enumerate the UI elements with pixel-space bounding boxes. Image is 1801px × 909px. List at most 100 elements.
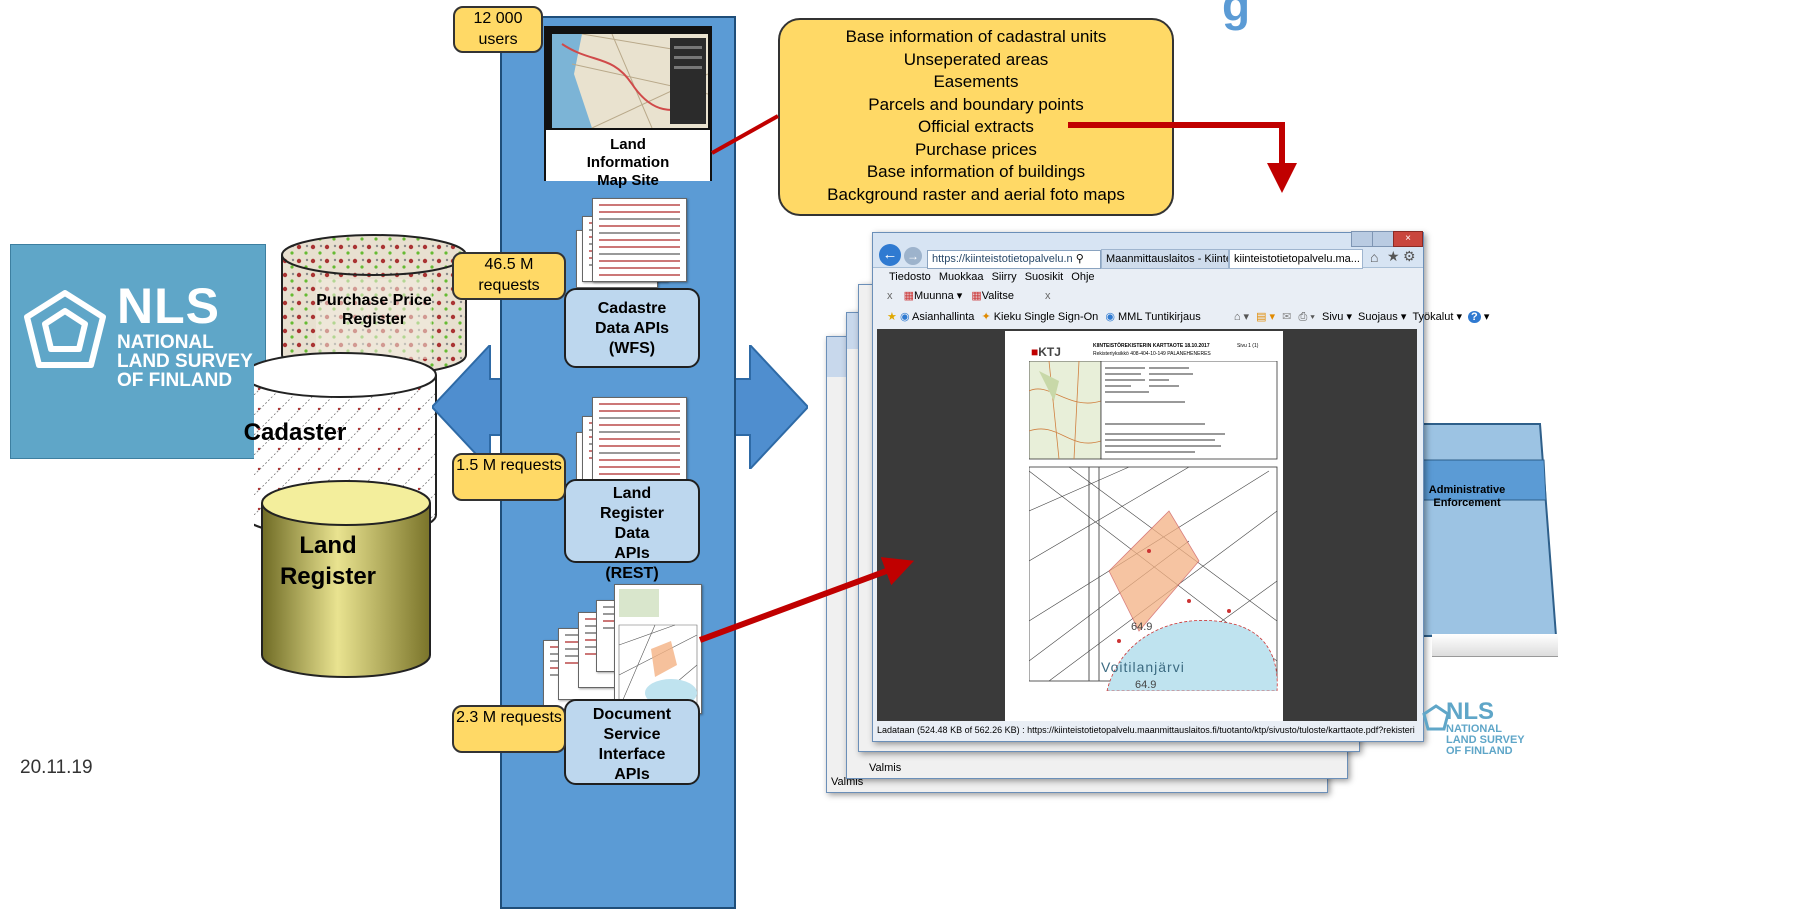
favorite-link-icon: ◉: [1105, 311, 1115, 323]
browser-window[interactable]: ← → https://kiinteistotietopalvelu.n ⚲ M…: [872, 231, 1489, 742]
extract-page-number: Sivu 1 (1): [1237, 343, 1259, 349]
tab-label: kiinteistotietopalvelu.ma...: [1234, 253, 1360, 265]
content-item: Official extracts: [918, 117, 1034, 136]
mail-icon[interactable]: ✉: [1282, 311, 1292, 323]
elevation-label: 64.9: [1131, 621, 1153, 633]
document-requests-stat: 2.3 M requests: [452, 705, 566, 753]
address-bar[interactable]: https://kiinteistotietopalvelu.n ⚲: [927, 250, 1101, 269]
menu-muokkaa[interactable]: Muokkaa: [938, 271, 984, 283]
admin-enforcement-label: Administrative Enforcement: [1428, 484, 1506, 509]
menu-suosikit[interactable]: Suosikit: [1024, 271, 1064, 283]
content-item: Background raster and aerial foto maps: [827, 184, 1125, 204]
search-icon[interactable]: ⚲: [1075, 253, 1084, 265]
extract-map: [1029, 361, 1278, 691]
menu-siirry[interactable]: Siirry: [991, 271, 1017, 283]
cadaster-label: Cadaster: [243, 419, 347, 446]
forward-button[interactable]: →: [904, 247, 922, 265]
content-item: Base information of cadastral units: [845, 27, 1107, 46]
api-doc-page: [592, 397, 687, 481]
favorites-icon[interactable]: ★: [887, 311, 897, 323]
document-api-box[interactable]: Document Service Interface APIs: [564, 699, 700, 785]
nls-logo-icon: [24, 290, 106, 368]
purchase-price-register-label: Purchase Price Register: [316, 292, 432, 328]
tab-kiinteistotietopalvelu[interactable]: kiinteistotietopalvelu.ma... ×: [1229, 249, 1363, 269]
elevation-label: 64.9: [1135, 679, 1157, 691]
land-register-label: Land Register: [279, 532, 377, 590]
close-button[interactable]: ×: [1393, 231, 1423, 247]
settings-gear-icon[interactable]: ⚙: [1403, 248, 1416, 264]
favorite-link-icon: ✦: [981, 311, 991, 323]
nls-footer-logo: NLS NATIONAL LAND SURVEY OF FINLAND: [1422, 700, 1562, 764]
home-cmd-icon[interactable]: ⌂ ▾: [1233, 311, 1250, 323]
status-bar: Ladataan (524.48 KB of 562.26 KB) : http…: [877, 725, 1415, 735]
users-stat: 12 000 users: [453, 6, 543, 53]
feeds-icon[interactable]: ▤ ▾: [1256, 311, 1276, 323]
extract-subheading: Rekisteriyksikkö 408-404-10-149 PALANEHE…: [1093, 351, 1211, 357]
muunna-button[interactable]: Muunna: [913, 290, 954, 302]
purchase-price-register-cylinder: [281, 234, 467, 376]
map-site-thumbnail: [552, 34, 708, 128]
sivu-menu[interactable]: Sivu: [1321, 311, 1344, 323]
ktj-logo: ■KTJ: [1031, 345, 1061, 359]
toolbar-close-icon-2[interactable]: x: [1045, 290, 1051, 302]
extracts-to-browser-arrow: [1068, 122, 1297, 193]
admin-enforcement-panel: [1403, 423, 1558, 637]
footer-logo-line4: OF FINLAND: [1446, 745, 1513, 757]
favorite-link-icon: ◉: [899, 311, 910, 323]
slide-date: 20.11.19: [20, 757, 93, 778]
favorite-asianhallinta[interactable]: Asianhallinta: [912, 311, 975, 323]
logo-text-line2: NATIONAL: [117, 332, 214, 353]
toolbar-close-icon[interactable]: x: [887, 290, 893, 302]
api-doc-page: [592, 198, 687, 282]
land-register-api-label: Land Register Data APIs (REST): [599, 485, 665, 582]
cadastre-requests-stat: 46.5 M requests: [452, 252, 566, 300]
tab-maanmittauslaitos[interactable]: Maanmittauslaitos - Kiinteis...: [1101, 249, 1229, 269]
select-icon: ▦: [971, 290, 982, 302]
map-site-frame[interactable]: Land Information Map Site: [544, 26, 712, 189]
cadastre-api-box[interactable]: Cadastre Data APIs (WFS): [564, 288, 700, 368]
address-url: https://kiinteistotietopalvelu.n: [932, 253, 1073, 265]
suojaus-menu[interactable]: Suojaus: [1358, 311, 1398, 323]
map-site-label: Land Information Map Site: [586, 136, 670, 189]
extract-map-page: [614, 584, 702, 714]
menu-tiedosto[interactable]: Tiedosto: [889, 271, 931, 283]
ktj-brand: KTJ: [1038, 345, 1061, 359]
lake-name: Voitilanjärvi: [1101, 659, 1185, 675]
favorite-tuntikirjaus[interactable]: MML Tuntikirjaus: [1118, 311, 1201, 323]
slide-title-fragment: g: [1222, 0, 1251, 31]
favorites-star-icon[interactable]: ★: [1387, 248, 1400, 264]
valitse-button[interactable]: Valitse: [981, 290, 1014, 302]
back-window-status: Valmis: [831, 776, 864, 788]
tab-label: Maanmittauslaitos - Kiinteis...: [1106, 253, 1228, 265]
land-register-api-box[interactable]: Land Register Data APIs (REST): [564, 479, 700, 582]
tyokalut-menu[interactable]: Työkalut: [1412, 311, 1454, 323]
menu-ohje[interactable]: Ohje: [1071, 271, 1095, 283]
nls-logo-panel: NLS NATIONAL LAND SURVEY OF FINLAND: [10, 244, 266, 459]
land-register-cylinder: [261, 480, 431, 678]
database-cylinders: [254, 234, 467, 678]
logo-text-line4: OF FINLAND: [117, 370, 233, 391]
document-api-label: Document Service Interface APIs: [592, 706, 672, 783]
content-list-callout: Base information of cadastral units Unse…: [778, 18, 1174, 216]
home-icon[interactable]: ⌂: [1370, 249, 1379, 265]
footer-logo-line3: LAND SURVEY: [1446, 734, 1525, 746]
menu-bar: Tiedosto Muokkaa Siirry Suosikit Ohje: [873, 269, 1423, 285]
convert-icon: ▦: [903, 290, 914, 302]
help-icon[interactable]: ?: [1468, 311, 1481, 323]
extract-heading: KIINTEISTÖREKISTERIN KARTTAOTE 18.10.201…: [1093, 343, 1210, 349]
pdf-toolbar: x ▦Muunna ▾ ▦Valitse x: [887, 290, 1051, 302]
favorite-kieku[interactable]: Kieku Single Sign-On: [993, 311, 1099, 323]
map-to-content-connector: [711, 114, 779, 155]
footer-logo-nls: NLS: [1446, 698, 1494, 725]
back-button[interactable]: ←: [879, 244, 901, 266]
land-register-requests-stat: 1.5 M requests: [452, 453, 566, 501]
print-icon[interactable]: ⎙ ▾: [1298, 311, 1315, 323]
nls-footer-logo-icon: [1422, 704, 1450, 731]
back-window-status: Valmis: [869, 762, 902, 774]
pdf-page: ■KTJ KIINTEISTÖREKISTERIN KARTTAOTE 18.1…: [1005, 331, 1283, 721]
footer-logo-line2: NATIONAL: [1446, 723, 1503, 735]
cadastre-api-label: Cadastre Data APIs (WFS): [594, 300, 670, 357]
content-item: Purchase prices: [915, 139, 1037, 159]
content-item: Easements: [933, 72, 1019, 91]
